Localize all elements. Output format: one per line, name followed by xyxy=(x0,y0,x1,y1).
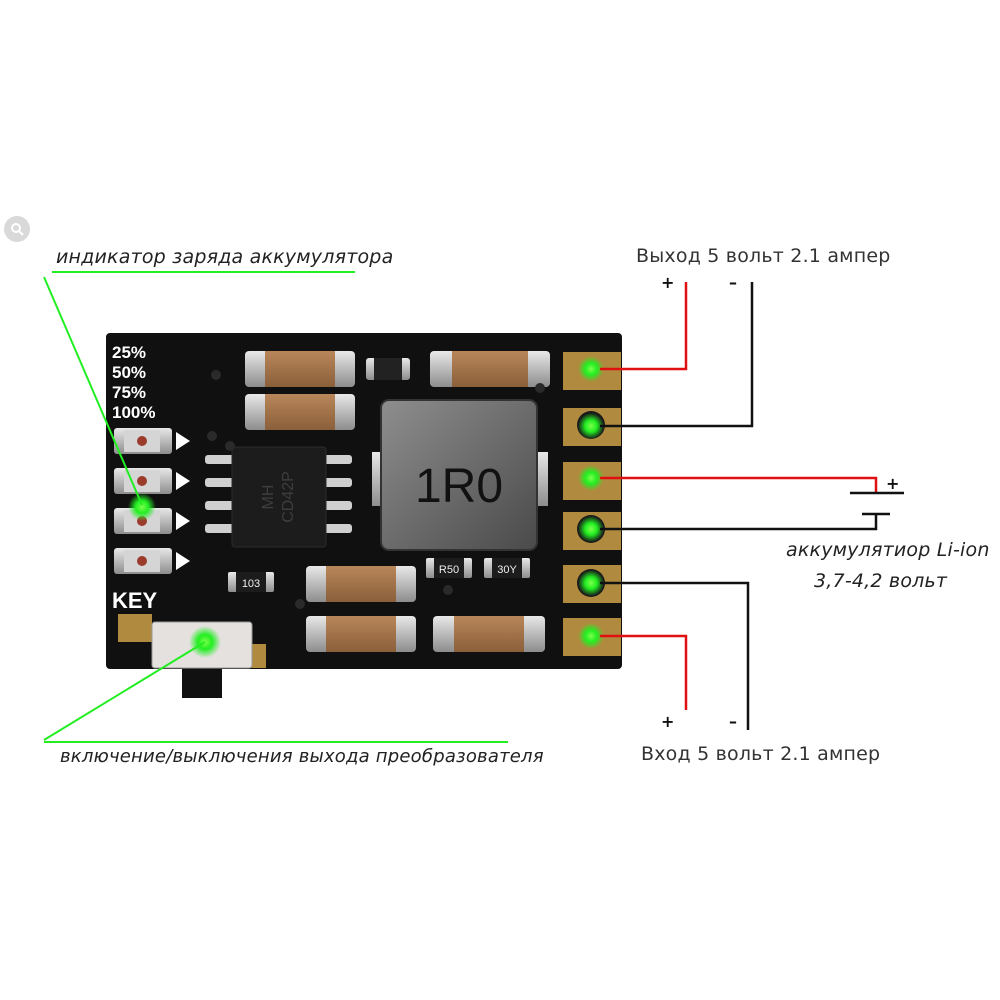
level-100-label: 100% xyxy=(112,403,155,422)
resistors: 103 R50 30Y xyxy=(228,358,530,592)
magnifier-glyph xyxy=(11,223,24,236)
silkscreen: 25% 50% 75% 100% KEY xyxy=(112,343,158,613)
vias xyxy=(207,370,545,609)
led-4 xyxy=(114,548,190,574)
battery-symbol xyxy=(850,491,904,516)
chip-marking-line1: MH xyxy=(260,485,277,510)
ic-chip: MH CD42P xyxy=(205,446,352,548)
inductor-marking: 1R0 xyxy=(415,460,503,513)
wires xyxy=(600,282,878,730)
chip-marking-line2: CD42P xyxy=(280,471,297,523)
magnifier-icon[interactable] xyxy=(4,216,30,242)
output-label: Выход 5 вольт 2.1 ампер xyxy=(636,245,891,267)
switch-label: включение/выключения выхода преобразоват… xyxy=(60,746,544,767)
key-switch[interactable] xyxy=(118,614,266,698)
battery-plus-sign: + xyxy=(886,474,900,493)
level-75-label: 75% xyxy=(112,383,146,402)
charge-indicator-label: индикатор заряда аккумулятора xyxy=(56,246,394,268)
battery-voltage-label: 3,7-4,2 вольт xyxy=(814,570,948,592)
capacitors xyxy=(245,351,550,652)
callout-lines xyxy=(43,271,508,743)
led-1 xyxy=(114,428,190,454)
resistor-103-marking: 103 xyxy=(242,578,260,590)
output-minus-sign: – xyxy=(729,273,737,292)
resistor-r50-marking: R50 xyxy=(439,564,459,576)
inductor: 1R0 xyxy=(372,399,548,551)
input-minus-sign: – xyxy=(729,712,737,731)
resistor-30y-marking: 30Y xyxy=(497,564,517,576)
key-label: KEY xyxy=(112,588,158,613)
level-50-label: 50% xyxy=(112,363,146,382)
input-label: Вход 5 вольт 2.1 ампер xyxy=(641,743,881,765)
output-plus-sign: + xyxy=(661,273,675,292)
input-plus-sign: + xyxy=(661,712,675,731)
level-25-label: 25% xyxy=(112,343,146,362)
battery-label: аккумулятиор Li-ion xyxy=(786,539,990,561)
